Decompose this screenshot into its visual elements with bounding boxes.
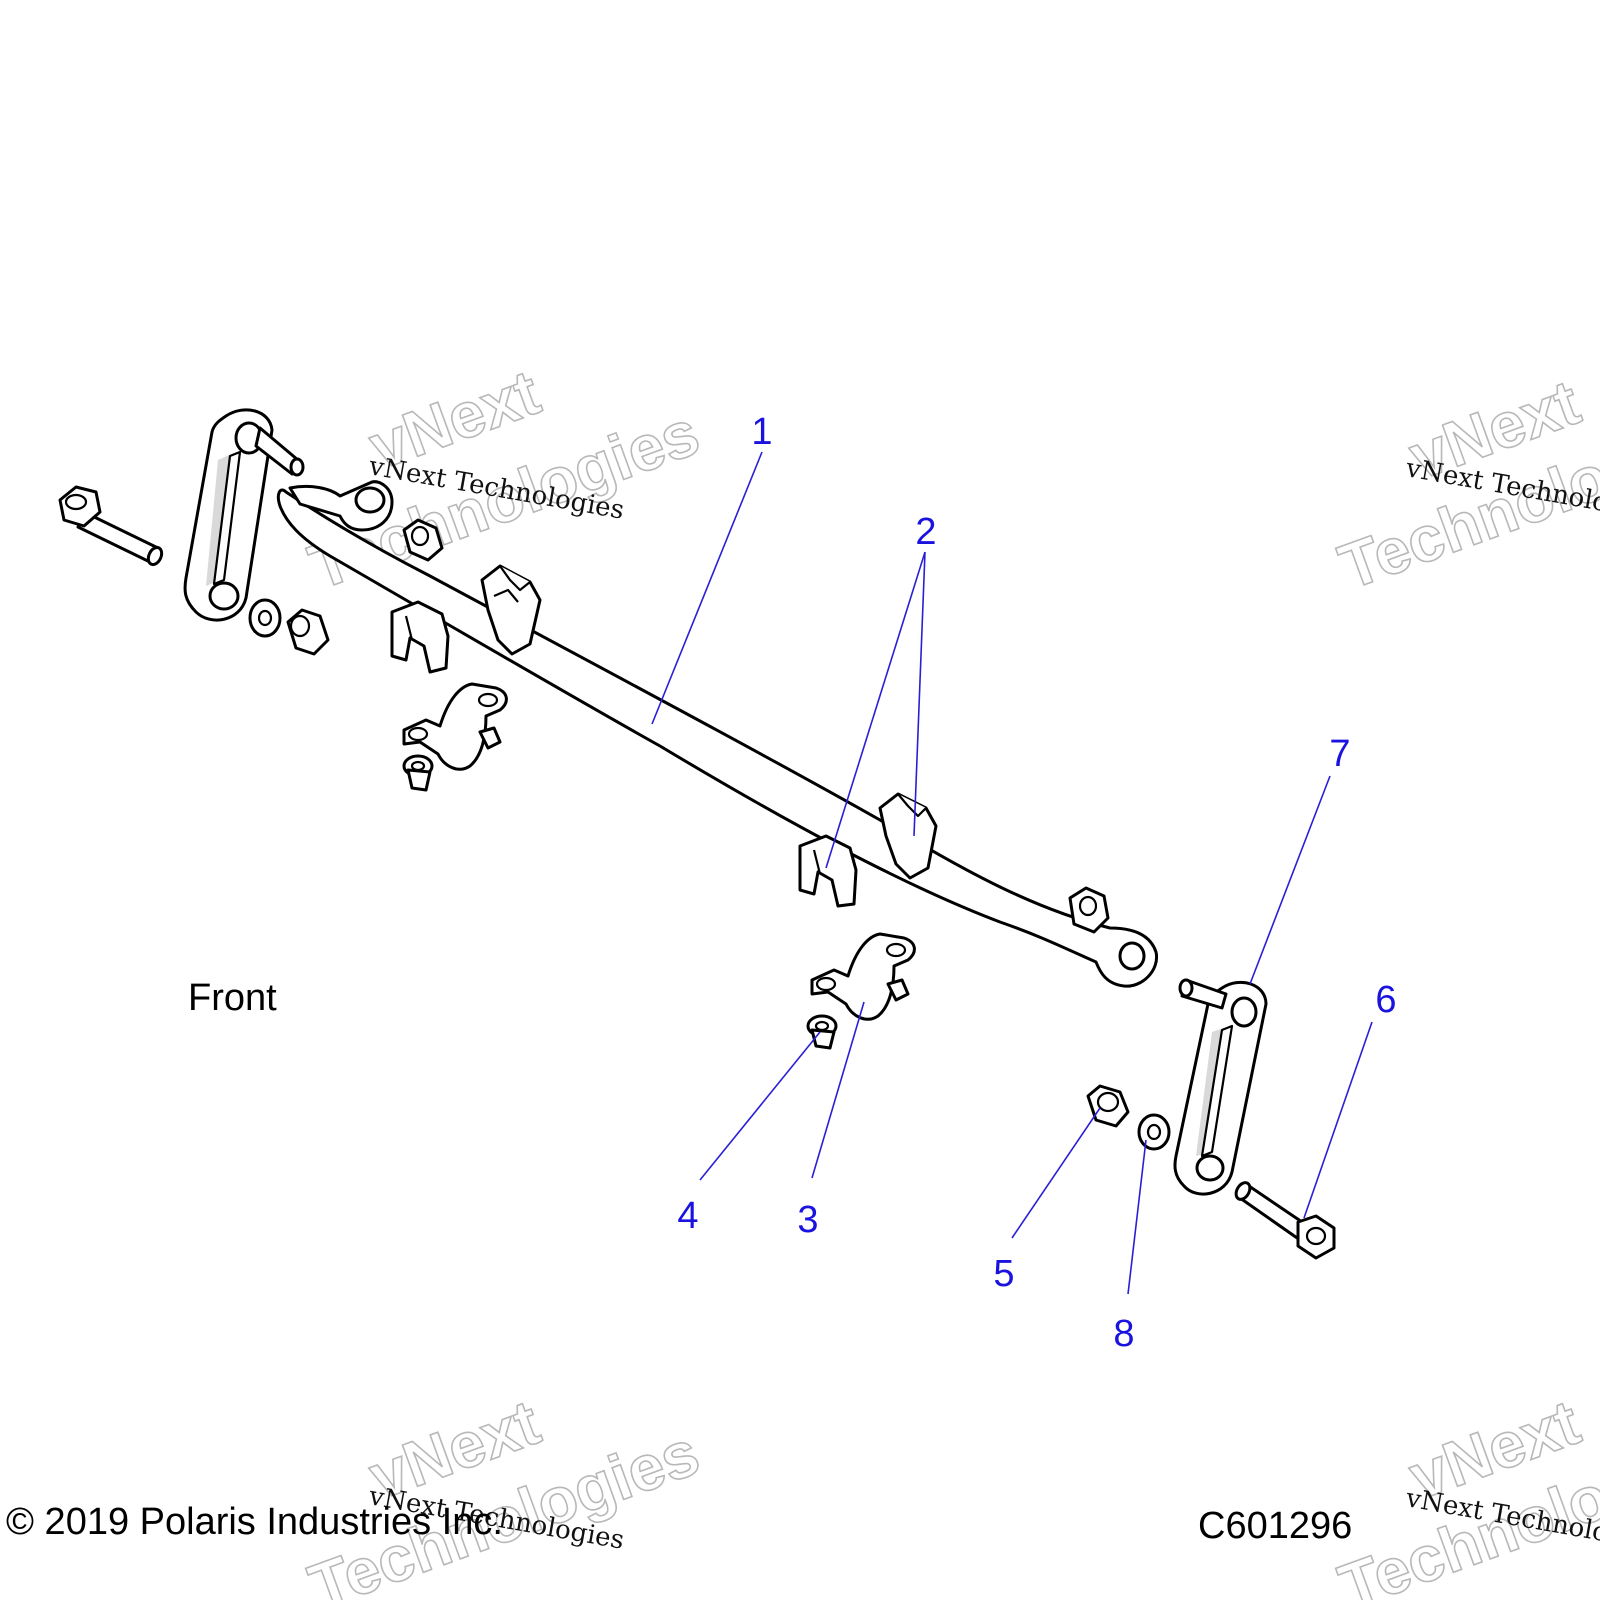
- leader-8: [1127, 1139, 1147, 1295]
- copyright-text: © 2019 Polaris Industries Inc.: [6, 1501, 503, 1543]
- callout-2: 2: [915, 511, 936, 553]
- callout-5: 5: [993, 1253, 1014, 1295]
- leader-lines: [651, 451, 1373, 1295]
- leader-6: [1303, 1021, 1373, 1219]
- flange-nut-right: [806, 1014, 838, 1050]
- end-link-right: [1173, 978, 1268, 1196]
- nut-right: [1086, 1084, 1130, 1128]
- bolt-left: [58, 485, 164, 567]
- flange-nut-left: [402, 754, 434, 792]
- callout-4: 4: [677, 1195, 698, 1237]
- nut-upper-right: [1068, 886, 1110, 934]
- leader-3: [811, 1001, 865, 1179]
- bushing-lower-left: [390, 600, 450, 674]
- leader-4: [699, 1031, 821, 1181]
- end-link-left: [183, 408, 305, 622]
- bolt-right: [1234, 1181, 1336, 1260]
- washer-left: [248, 598, 282, 638]
- leader-2a: [825, 551, 926, 869]
- front-label: Front: [188, 977, 277, 1019]
- bushing-upper-right: [878, 792, 938, 880]
- bushing-upper-left: [480, 564, 542, 656]
- callout-6: 6: [1375, 979, 1396, 1021]
- callout-3: 3: [797, 1199, 818, 1241]
- watermark-group-top-right: vNext Technologies vNext Technologies: [1329, 365, 1600, 604]
- callout-numbers: 1 2 3 4 5 6 7 8: [677, 411, 1396, 1355]
- leader-2b: [913, 551, 926, 837]
- watermark-group-bottom-left: vNext Technologies vNext Technologies: [299, 1385, 708, 1600]
- figure-code: C601296: [1198, 1505, 1352, 1547]
- nut-upper-left: [402, 518, 444, 562]
- clamp-left: [402, 682, 508, 771]
- nut-left: [286, 608, 330, 656]
- leader-7: [1249, 775, 1331, 985]
- washer-right: [1137, 1113, 1171, 1151]
- callout-1: 1: [751, 411, 772, 453]
- bushing-lower-right: [798, 834, 858, 908]
- callout-8: 8: [1113, 1313, 1134, 1355]
- watermark-group-bottom-right: vNext Technologies vNext Technologies: [1329, 1385, 1600, 1600]
- callout-7: 7: [1329, 733, 1350, 775]
- leader-1: [651, 451, 763, 725]
- leader-5: [1011, 1107, 1101, 1239]
